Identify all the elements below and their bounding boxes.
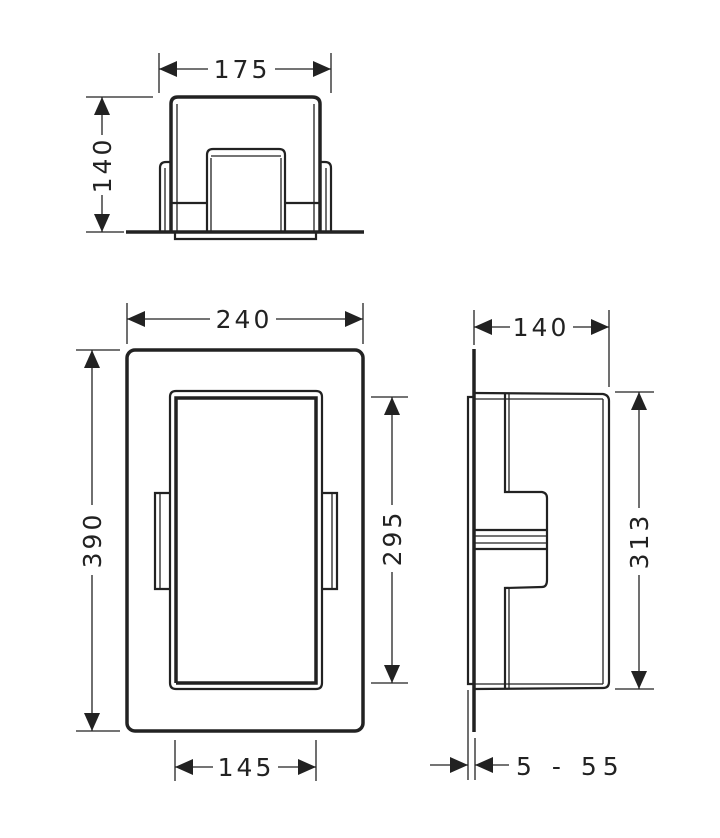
side-view-height-label: 313 <box>625 513 654 570</box>
front-view-inner-height-label: 295 <box>378 510 407 567</box>
top-view-width-label: 175 <box>214 55 271 84</box>
side-view-wall-thickness-label: 5 - 55 <box>516 752 625 781</box>
side-view-depth-label: 140 <box>513 313 570 342</box>
front-view-outer-height-label: 390 <box>78 512 107 569</box>
front-view-inner-width-label: 145 <box>218 753 275 782</box>
front-view-outer-width-label: 240 <box>216 305 273 334</box>
top-view-depth-label: 140 <box>88 137 117 194</box>
front-view: 240 390 295 145 <box>76 303 408 782</box>
top-view: 175 140 <box>86 53 364 241</box>
side-view: 140 313 5 - 55 <box>430 310 654 781</box>
